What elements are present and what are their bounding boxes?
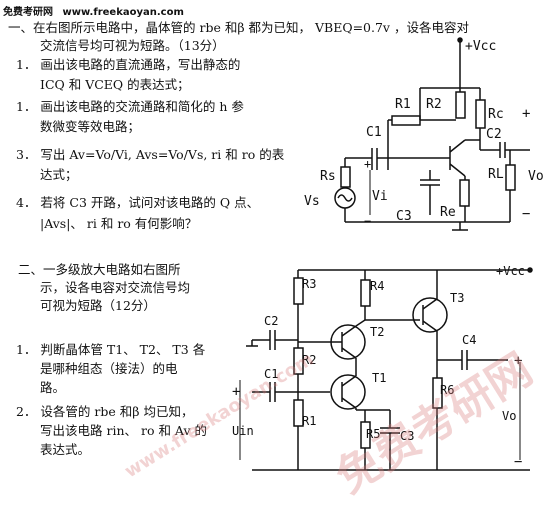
site-header: 免费考研网 www.freekaoyan.com <box>3 3 190 18</box>
q1-re-resistor <box>459 179 470 207</box>
q1-label-plus-vi: + <box>364 157 371 171</box>
q1-label-c2: C2 <box>486 127 502 142</box>
q1-item3-line2: 达式； <box>40 167 78 182</box>
q1-label-r2: R2 <box>426 97 442 112</box>
q1-rs-resistor <box>340 166 351 188</box>
q1-transistor-collector <box>449 139 466 153</box>
circuit-diagram-1: +Vcc R1 R2 Rc C1 C2 Rs Vi C3 RL Vo Vs Re… <box>304 37 544 231</box>
q2-r4-resistor <box>360 279 371 307</box>
q2-label-c4: C4 <box>462 333 476 347</box>
q2-label-plus-in: + <box>232 384 240 400</box>
q1-item1-line2: ICQ 和 VCEQ 的表达式； <box>40 77 190 92</box>
q1-title-line1: 一、在右图所示电路中，晶体管的 rbe 和β 都为已知， VBEQ=0.7v ，… <box>8 20 469 35</box>
q1-label-rc: Rc <box>488 107 504 122</box>
q2-label-uin: Uin <box>232 424 254 438</box>
q2-label-r6: R6 <box>440 383 454 397</box>
q1-vcc-node <box>457 37 463 43</box>
q1-label-r1: R1 <box>395 97 411 112</box>
q2-item1-line2: 是哪种组态（接法）的电 <box>40 361 178 376</box>
q1-label-vs: Vs <box>304 194 320 209</box>
q1-transistor-emitter <box>449 163 466 177</box>
q1-item2-line2: 数微变等效电路； <box>40 119 141 134</box>
q2-t3-transistor <box>412 297 448 333</box>
q2-label-r4: R4 <box>370 279 384 293</box>
q2-item2-line1: 2． 设各管的 rbe 和β 均已知， <box>16 404 194 419</box>
site-name: 免费考研网 <box>3 7 53 18</box>
q2-label-vo: Vo <box>502 409 516 423</box>
q1-item4-line1: 4． 若将 C3 开路，试问对该电路的 Q 点、 <box>16 195 260 210</box>
q1-rl-resistor <box>505 164 516 191</box>
q1-label-rs: Rs <box>320 169 336 184</box>
q2-vcc-node <box>527 267 533 273</box>
q2-item2-line2: 写出该电路 rin、 ro 和 Av 的 <box>40 423 207 438</box>
q2-item1-line1: 1． 判断晶体管 T1、 T2、 T3 各 <box>16 342 206 357</box>
q1-title-line2: 交流信号均可视为短路。（13分） <box>40 38 225 53</box>
q2-wire-m <box>355 319 366 327</box>
q1-label-vcc: +Vcc <box>465 39 496 54</box>
q1-label-rl: RL <box>488 167 504 182</box>
q2-t3-collector <box>422 298 438 310</box>
q2-item2-line3: 表达式。 <box>40 442 91 457</box>
q1-r1-resistor <box>391 115 421 126</box>
q1-item3-line1: 3． 写出 Av=Vo/Vi, Avs=Vo/Vs, ri 和 ro 的表 <box>16 147 285 162</box>
q1-label-vi: Vi <box>372 189 388 204</box>
q2-label-r5: R5 <box>366 427 380 441</box>
q2-title-line1: 二、一多级放大电路如右图所 <box>18 262 181 277</box>
q1-item4-line2: |Avs|、 ri 和 ro 有何影响？ <box>40 216 198 231</box>
q1-label-vo: Vo <box>528 169 544 184</box>
q1-label-c3: C3 <box>396 209 412 224</box>
q2-item1-line3: 路。 <box>40 380 66 395</box>
q2-label-t1: T1 <box>372 371 386 385</box>
circuit-diagram-2: +Vcc R3 R4 T3 C2 T2 R2 C4 C1 T1 R6 Uin V… <box>232 264 533 471</box>
q2-label-t2: T2 <box>370 325 384 339</box>
q2-label-r2: R2 <box>302 353 316 367</box>
q2-label-c2: C2 <box>264 314 278 328</box>
q2-label-minus-out: − <box>514 454 522 470</box>
q1-r2-resistor <box>455 91 466 119</box>
q1-label-minus-vo: − <box>522 206 530 222</box>
q2-t3-emitter <box>422 320 438 332</box>
q1-rc-resistor <box>475 99 486 129</box>
q2-t2-emitter <box>341 347 357 359</box>
q2-label-t3: T3 <box>450 291 464 305</box>
q2-label-c3: C3 <box>400 429 414 443</box>
q1-label-re: Re <box>440 205 456 220</box>
q1-item2-line1: 1． 画出该电路的交流通路和简化的 h 参 <box>16 99 244 114</box>
q2-t2-collector <box>341 325 357 337</box>
q2-label-plus-out: + <box>514 353 522 369</box>
q2-t1-transistor <box>330 374 366 410</box>
q2-t1-emitter <box>341 397 357 409</box>
q2-title-line3: 可视为短路（12分） <box>40 298 156 313</box>
q1-item1-line1: 1． 画出该电路的直流通路，写出静态的 <box>16 57 241 72</box>
site-url: www.freekaoyan.com <box>62 7 184 18</box>
q2-label-vcc: +Vcc <box>496 264 525 278</box>
q1-sine-icon <box>337 194 353 202</box>
q2-t1-collector <box>341 375 357 387</box>
q2-label-r1: R1 <box>302 414 316 428</box>
q1-label-minus-vi: − <box>364 214 371 228</box>
q1-label-c1: C1 <box>366 125 382 140</box>
q2-title-line2: 示，设各电容对交流信号均 <box>40 280 191 295</box>
q2-label-r3: R3 <box>302 277 316 291</box>
q1-label-plus-vo: + <box>522 106 530 122</box>
q2-label-c1: C1 <box>264 367 278 381</box>
